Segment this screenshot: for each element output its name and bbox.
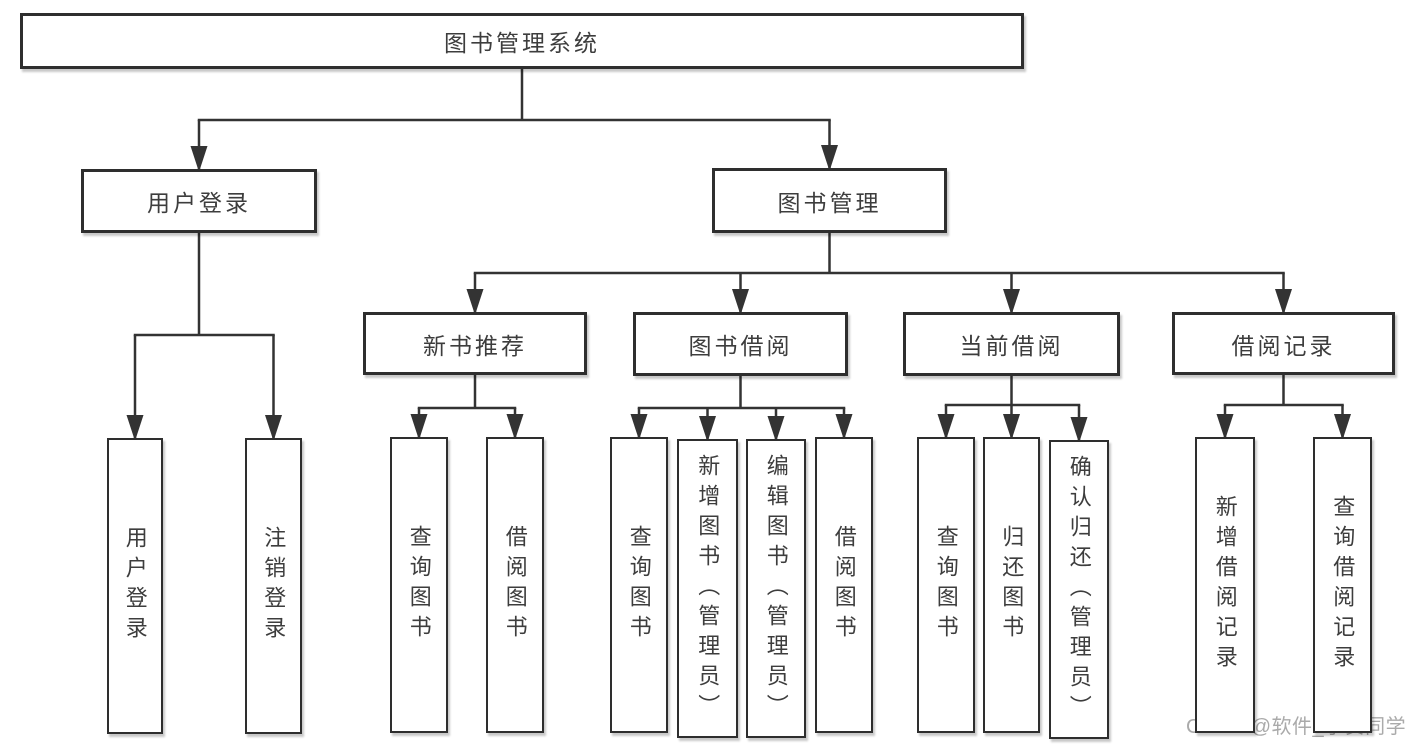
node-label-bb-add-book: 新增图书（管理员） — [695, 453, 721, 724]
arrowhead-cb-return-book — [1003, 414, 1020, 440]
arrowhead-rec-query-book — [410, 414, 428, 440]
node-label-cb-query-book: 查询图书 — [933, 525, 959, 645]
node-label-book-mgmt: 图书管理 — [777, 189, 882, 216]
arrowhead-bb-edit-book — [767, 416, 785, 442]
node-label-user-login: 用户登录 — [147, 190, 251, 216]
node-label-v-logout: 注销登录 — [261, 526, 287, 646]
node-br-add-record: 新增借阅记录 — [1195, 437, 1255, 733]
node-bb-borrow-book: 借阅图书 — [815, 437, 873, 733]
arrowhead-v-logout — [265, 415, 282, 441]
node-cb-confirm-return: 确认归还（管理员） — [1049, 440, 1109, 739]
node-label-bb-borrow-book: 借阅图书 — [831, 525, 857, 645]
arrowhead-br-query-record — [1334, 414, 1351, 440]
node-br-query-record: 查询借阅记录 — [1313, 437, 1372, 733]
node-bb-add-book: 新增图书（管理员） — [677, 439, 738, 738]
node-cb-query-book: 查询图书 — [917, 437, 975, 733]
arrowhead-cb-confirm-return — [1070, 417, 1088, 443]
node-label-current-borrow: 当前借阅 — [959, 333, 1064, 359]
arrowhead-user-login — [190, 146, 208, 172]
node-label-cb-return-book: 归还图书 — [999, 525, 1025, 645]
node-label-bb-query-book: 查询图书 — [626, 525, 652, 645]
node-rec-borrow-book: 借阅图书 — [486, 437, 544, 733]
node-bb-query-book: 查询图书 — [610, 437, 668, 733]
arrowhead-v-user-login — [126, 415, 144, 441]
arrowhead-new-book-rec — [466, 289, 484, 315]
arrowhead-book-borrow — [732, 289, 749, 315]
node-rec-query-book: 查询图书 — [390, 437, 448, 733]
node-label-cb-confirm-return: 确认归还（管理员） — [1066, 454, 1092, 725]
node-current-borrow: 当前借阅 — [903, 312, 1120, 376]
node-label-book-borrow: 图书借阅 — [688, 333, 793, 359]
arrowhead-book-mgmt — [821, 145, 838, 171]
arrowhead-cb-query-book — [937, 414, 955, 440]
node-new-book-rec: 新书推荐 — [363, 312, 587, 375]
node-label-borrow-records: 借阅记录 — [1231, 332, 1336, 359]
node-borrow-records: 借阅记录 — [1172, 312, 1395, 375]
node-book-borrow: 图书借阅 — [633, 312, 848, 376]
arrowhead-borrow-records — [1275, 289, 1292, 315]
node-label-br-add-record: 新增借阅记录 — [1212, 495, 1238, 675]
arrowhead-br-add-record — [1216, 414, 1234, 440]
arrowhead-bb-query-book — [630, 414, 648, 440]
arrowhead-bb-add-book — [699, 416, 716, 442]
node-label-new-book-rec: 新书推荐 — [423, 332, 527, 359]
node-label-rec-borrow-book: 借阅图书 — [502, 525, 528, 645]
node-v-logout: 注销登录 — [245, 438, 302, 734]
node-user-login: 用户登录 — [81, 169, 317, 233]
node-label-br-query-record: 查询借阅记录 — [1330, 495, 1356, 675]
node-label-bb-edit-book: 编辑图书（管理员） — [763, 453, 789, 724]
node-v-user-login: 用户登录 — [107, 438, 163, 734]
arrowhead-rec-borrow-book — [506, 414, 524, 440]
node-bb-edit-book: 编辑图书（管理员） — [746, 439, 806, 738]
node-label-rec-query-book: 查询图书 — [406, 525, 432, 645]
arrowhead-current-borrow — [1003, 289, 1020, 315]
node-label-root: 图书管理系统 — [444, 30, 600, 56]
node-label-v-user-login: 用户登录 — [122, 526, 148, 646]
node-root: 图书管理系统 — [20, 13, 1024, 69]
node-book-mgmt: 图书管理 — [712, 168, 947, 233]
arrowhead-bb-borrow-book — [835, 414, 853, 440]
node-cb-return-book: 归还图书 — [983, 437, 1040, 733]
